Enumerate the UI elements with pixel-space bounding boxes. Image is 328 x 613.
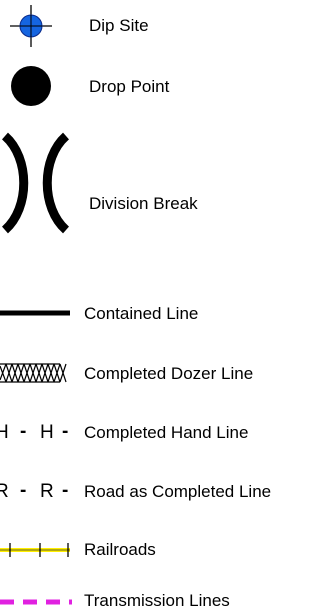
legend-item-railroads: Railroads [0, 532, 328, 572]
legend-label-contained-line: Contained Line [84, 304, 199, 323]
legend-label-drop-point: Drop Point [89, 77, 170, 96]
hand-line-dash: - [20, 421, 27, 442]
hand-line-icon: H - H - [0, 415, 80, 455]
legend-label-completed-hand-line: Completed Hand Line [84, 423, 249, 442]
transmission-dashed-line-icon [0, 599, 72, 605]
dip-site-crosshair-icon [10, 5, 52, 47]
legend-label-transmission-lines: Transmission Lines [84, 591, 230, 610]
legend-label-completed-dozer-line: Completed Dozer Line [84, 364, 254, 383]
road-line-letter: R [0, 481, 9, 502]
legend-item-completed-dozer-line: Completed Dozer Line [0, 356, 328, 396]
hand-line-letter: H [0, 422, 9, 443]
legend-label-railroads: Railroads [84, 540, 156, 559]
legend-label-dip-site: Dip Site [89, 16, 149, 35]
legend-item-dip-site: Dip Site [0, 0, 328, 50]
legend-item-contained-line: Contained Line [0, 296, 328, 336]
filled-circle-icon [11, 66, 51, 106]
crosshatch-line-icon [0, 363, 67, 383]
division-break-parentheses-icon [1, 132, 70, 234]
hand-line-dash: - [62, 421, 69, 442]
legend-item-completed-hand-line: H - H - Completed Hand Line [0, 415, 328, 455]
railroad-icon [0, 543, 70, 557]
road-line-letter: R [40, 481, 54, 502]
legend-label-road-as-completed-line: Road as Completed Line [84, 482, 272, 501]
solid-thick-line-icon [0, 310, 70, 316]
hand-line-letter: H [40, 422, 54, 443]
road-line-dash: - [62, 480, 69, 501]
legend-item-road-as-completed-line: R - R - Road as Completed Line [0, 474, 328, 514]
road-line-icon: R - R - [0, 474, 80, 514]
road-line-dash: - [20, 480, 27, 501]
legend-item-drop-point: Drop Point [0, 58, 328, 116]
legend-item-transmission-lines: Transmission Lines [0, 585, 328, 613]
legend-item-division-break: Division Break [0, 128, 328, 238]
legend-label-division-break: Division Break [89, 194, 198, 213]
